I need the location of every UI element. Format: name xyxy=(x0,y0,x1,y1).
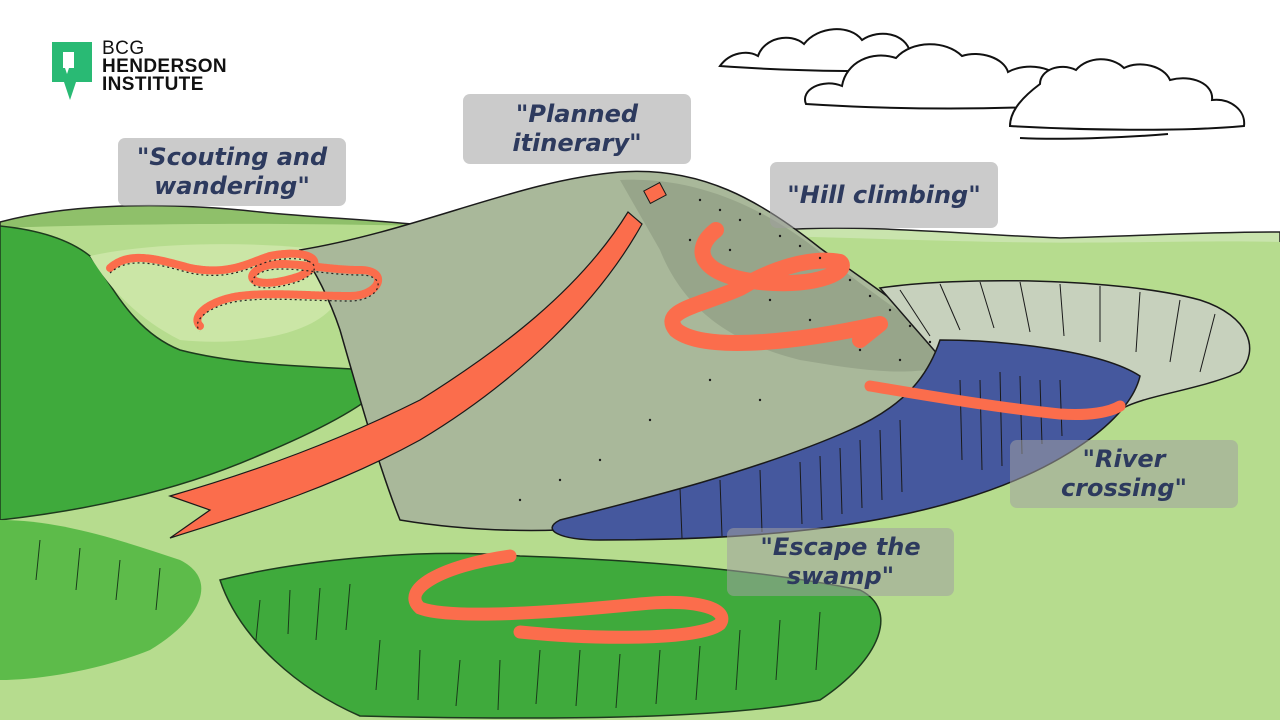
label-hill-climbing: "Hill climbing" xyxy=(770,162,998,228)
logo-text-bcg: BCG xyxy=(102,38,145,59)
hill-stipple xyxy=(518,198,932,502)
label-scouting-and-wandering: "Scouting and wandering" xyxy=(118,138,346,206)
clouds xyxy=(718,28,1246,140)
planned-path xyxy=(168,211,643,539)
river xyxy=(551,339,1141,541)
scouting-path xyxy=(106,249,383,330)
logo-text-institute: INSTITUTE xyxy=(102,74,204,95)
label-river-crossing: "River crossing" xyxy=(1010,440,1238,508)
river-hatching xyxy=(679,371,1063,539)
summit-marker xyxy=(643,181,667,205)
label-escape-the-swamp: "Escape the swamp" xyxy=(727,528,954,596)
logo-text-henderson: HENDERSON xyxy=(102,56,228,77)
bcg-logo-mark-icon xyxy=(52,42,92,100)
hill-climbing-path xyxy=(664,222,888,351)
label-planned-itinerary: "Planned itinerary" xyxy=(463,94,691,164)
grass-hatching xyxy=(35,539,821,711)
bcg-henderson-logo: BCG HENDERSON INSTITUTE xyxy=(52,38,272,104)
swamp-path xyxy=(408,549,729,644)
crater-hatching xyxy=(899,281,1216,373)
river-crossing-path xyxy=(864,380,1126,420)
